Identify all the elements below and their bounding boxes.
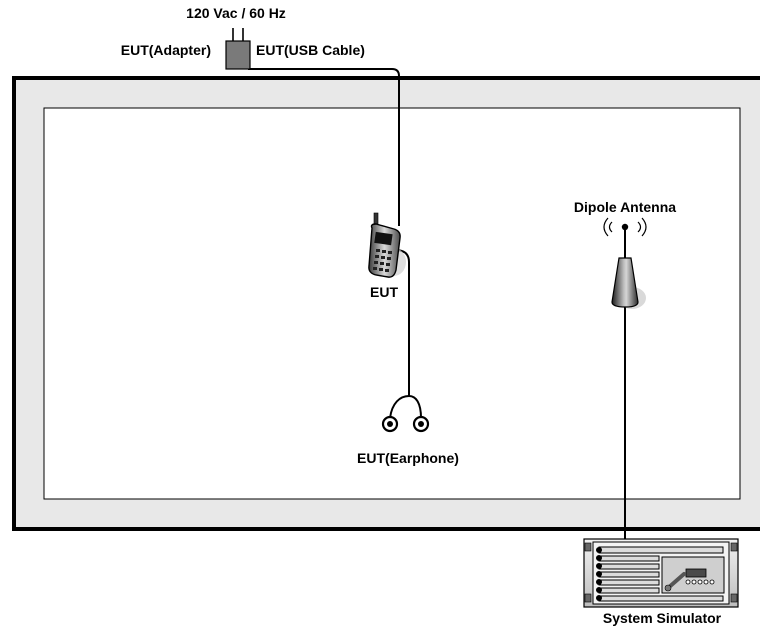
mobile-phone-icon <box>368 212 406 278</box>
eut-label: EUT <box>370 284 398 300</box>
cables <box>248 68 626 543</box>
usb-cable <box>248 68 400 226</box>
dipole-antenna-icon <box>603 217 647 309</box>
system-simulator-icon <box>583 538 739 608</box>
usb-cable-label: EUT(USB Cable) <box>256 42 365 58</box>
power-label: 120 Vac / 60 Hz <box>186 5 286 21</box>
adapter-label: EUT(Adapter) <box>121 42 211 58</box>
simulator-label: System Simulator <box>603 610 722 626</box>
earphone-split <box>389 395 422 419</box>
earphone-icon <box>381 415 430 433</box>
earphone-label: EUT(Earphone) <box>357 450 459 466</box>
power-adapter-icon <box>225 28 251 70</box>
antenna-label: Dipole Antenna <box>574 199 676 215</box>
